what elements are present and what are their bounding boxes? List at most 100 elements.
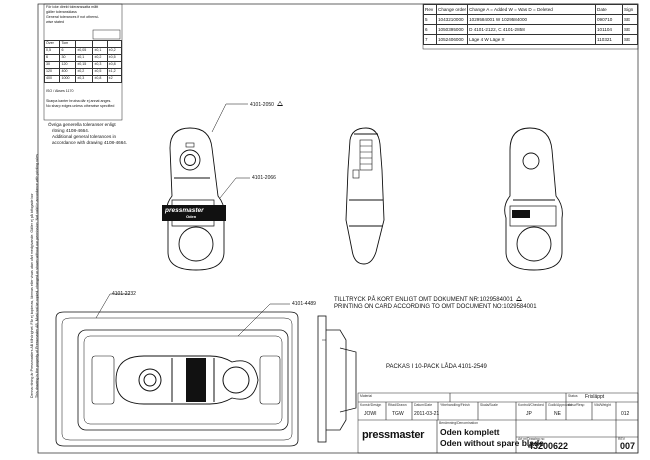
label-design: Konstr/Design: [360, 403, 382, 407]
rev-cell: 110321: [595, 34, 623, 45]
tol-cell: 0,5: [43, 47, 61, 55]
rev-cell: 1043210000: [435, 14, 469, 25]
rev-header-order: Change order: [435, 4, 469, 15]
artno-value: 43200622: [528, 441, 569, 451]
rev-header-sign: Sign: [622, 4, 638, 15]
tol-cell: 30: [59, 54, 77, 62]
tol-cell: ±0,2: [75, 68, 94, 76]
general-note-line-3: Additional general tolerances in: [52, 134, 117, 139]
tol-note: ISO / Akses 1170: [46, 89, 74, 93]
tol-cell: 30: [43, 61, 61, 69]
pack-note: PACKAS I 10-PACK LÅDA 4101-2549: [386, 364, 487, 370]
tool-brand-label: pressmaster: [165, 207, 204, 214]
rev-header-date: Date: [595, 4, 623, 15]
rev-cell: 090710: [595, 14, 623, 25]
pressmaster-logo: pressmaster: [362, 429, 425, 441]
rev-cell: 7: [423, 34, 437, 45]
rev-header-rev: Rev: [423, 4, 437, 15]
tol-cell: ±0,5: [92, 68, 108, 76]
callout-4101-2050: 4101-2050: [250, 101, 283, 108]
table-row: 5 1043210000 1029584001 W 1029584000 090…: [423, 14, 638, 25]
rev-cell: 5: [423, 14, 437, 25]
material-label: Material: [360, 394, 373, 398]
tol-cell: ±0,05: [75, 47, 94, 55]
tol-line-4: wise stated: [46, 20, 64, 24]
tol-cell: ±0,2: [106, 47, 123, 55]
tol-cell: ±0,5: [106, 54, 123, 62]
tol-cell: 120: [43, 68, 61, 76]
callout-4101-4489: 4101-4489: [292, 301, 316, 307]
label-date: Datum/Date: [414, 403, 433, 407]
tol-cell: ±0,1: [92, 47, 108, 55]
rev-cell: 1050395000: [435, 24, 469, 35]
tol-cell: 6: [59, 47, 77, 55]
revision-table: Rev Change order Change A = Added W = Wa…: [423, 4, 638, 45]
rev-label: REV: [618, 437, 625, 441]
title-line-2: Oden without spare blade: [440, 438, 544, 448]
warning-triangle-icon: [276, 101, 283, 106]
tol-cell: ±0,3: [75, 75, 94, 83]
value-design: JOWI: [364, 411, 377, 417]
rev-cell: D 4101-2122, C 4101-2858: [467, 24, 596, 35]
label-resp: Ansv/Resp: [568, 403, 585, 407]
weight-value: 012: [621, 411, 630, 417]
tol-cell: ±0,2: [92, 54, 108, 62]
tol-cell: 400: [59, 68, 77, 76]
tol-cell: ±0,15: [75, 61, 94, 69]
card-note-line-2: PRINTING ON CARD ACCORDING TO OMT DOCUME…: [334, 304, 537, 310]
callout-4101-2232: 4101-2232: [112, 291, 136, 297]
tol-cell: ±0,8: [106, 61, 123, 69]
status-label: Status: [568, 394, 578, 398]
label-scale: Skala/Scale: [480, 403, 498, 407]
side-copyright-text-1: Denna ritning är Pressmasters AB tillhör…: [30, 193, 34, 398]
label-approved: Godk/Approved: [548, 403, 572, 407]
rev-header-change: Change A = Added W = Was D = Deleted: [467, 4, 596, 15]
tol-cell: 6: [43, 54, 61, 62]
table-row: 6 1050395000 D 4101-2122, C 4101-2858 10…: [423, 24, 638, 35]
value-drawn: TGW: [392, 411, 404, 417]
rev-cell: 6: [423, 24, 437, 35]
warning-triangle-icon: [515, 296, 522, 301]
table-row: 7 1052406000 Läge 4 W Läge X 110321 SE: [423, 34, 638, 45]
callout-4101-2066: 4101-2066: [252, 175, 276, 181]
tol-header-over: Över: [43, 40, 61, 48]
tol-cell: 400: [43, 75, 61, 83]
rev-cell: 101104: [595, 24, 623, 35]
rev-cell: SE: [622, 14, 638, 25]
general-note-line-2: ritning 4108-4664.: [52, 128, 90, 133]
callout-label: 4101-2050: [250, 102, 274, 108]
label-checked: Kontroll/Checked: [518, 403, 544, 407]
tol-header-tom: Tom: [59, 40, 77, 48]
tol-cell: 1000: [59, 75, 77, 83]
value-date: 2011-03-21: [414, 411, 440, 417]
tool-model-label: Oden: [186, 214, 197, 219]
weight-label: Vikt/Weight: [594, 403, 612, 407]
artno-label: Art nr/Drawing no: [518, 437, 545, 441]
general-note-line-4: accordance with drawing 4108-4664.: [52, 140, 128, 145]
tol-cell: ±0,8: [92, 75, 108, 83]
status-value: Frisläppt: [585, 394, 605, 400]
value-approved: NE: [554, 411, 561, 417]
tol-line-1: För icke direkt toleranssatta mått: [46, 5, 99, 9]
denomination-label: Benämning/Denomination: [439, 421, 479, 425]
value-checked: JP: [526, 411, 532, 417]
general-note-line-1: Övriga generella toleranser enligt: [48, 122, 116, 127]
rev-value: 007: [620, 441, 636, 451]
label-finish: Ytbehandling/Finish: [440, 403, 470, 407]
rev-cell: SE: [622, 24, 638, 35]
rev-cell: Läge 4 W Läge X: [467, 34, 596, 45]
rev-cell: SE: [622, 34, 638, 45]
side-copyright-text-2: This drawing is the property of Pressmas…: [35, 154, 39, 398]
tol-cell: ±0,3: [92, 61, 108, 69]
tol-edge-line-2: No sharp edges unless otherwise specifie…: [46, 104, 115, 108]
rev-cell: 1052406000: [435, 34, 469, 45]
tol-cell: 120: [59, 61, 77, 69]
label-drawn: Ritad/Drawn: [388, 403, 407, 407]
tol-cell: ±2: [106, 75, 123, 83]
tol-cell: ±0,1: [75, 54, 94, 62]
tol-edge-line-1: Skarpa kanter brutna där ej annat anges.: [46, 99, 112, 103]
tol-line-2: gäller toleransklass: [46, 10, 77, 14]
